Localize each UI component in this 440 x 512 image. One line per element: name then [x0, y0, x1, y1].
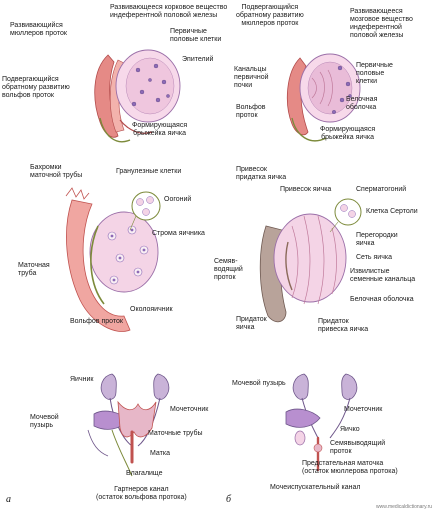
label-granulosa: Гранулезные клетки [116, 168, 182, 175]
label-urethra: Мочеиспускательный канал [270, 484, 361, 491]
panel-letter-b: б [226, 494, 232, 505]
label-prostatic-utricle: Предстательная маточка(остаток мюллерова… [302, 460, 398, 475]
label-uterus: Матка [150, 450, 170, 457]
indifferent-gonad-drawing-2 [287, 53, 361, 142]
ovary-drawing [65, 187, 161, 332]
label-ovary: Яичник [70, 376, 94, 383]
label-wolff-duct-f: Вольфов проток [70, 318, 123, 325]
female-reproductive-drawing [87, 373, 170, 477]
label-epithelium: Эпителий [182, 56, 214, 63]
label-bladder-m: Мочевой пузырь [232, 380, 286, 387]
label-rete-testis: Сеть яичка [356, 254, 392, 261]
testis-drawing [259, 198, 362, 323]
label-stroma: Строма яичника [152, 230, 205, 237]
label-testis: Яичко [340, 426, 360, 433]
indifferent-gonad-drawing-1 [94, 49, 181, 143]
label-spermatogonium: Сперматогоний [356, 186, 407, 193]
label-oogonium: Оогоний [164, 196, 192, 203]
male-reproductive-drawing [285, 373, 358, 472]
label-ureter-m: Мочеточник [344, 406, 383, 413]
label-tunica-albuginea-2: Белочная оболочка [350, 296, 414, 303]
label-epoophoron: Околояичник [130, 306, 173, 313]
watermark: www.medicaldictionary.ru [376, 504, 433, 510]
label-gartner-canal: Гартнеров канал(остаток вольфова протока… [96, 486, 187, 501]
label-testis-appendix: Привесок яичка [280, 186, 332, 193]
label-ureter: Мочеточник [170, 406, 209, 413]
label-sertoli-cell: Клетка Сертоли [366, 208, 418, 215]
panel-letter-a: а [6, 494, 11, 505]
label-uterine-tubes: Маточные трубы [148, 430, 203, 437]
label-vagina: Влагалище [126, 470, 163, 477]
